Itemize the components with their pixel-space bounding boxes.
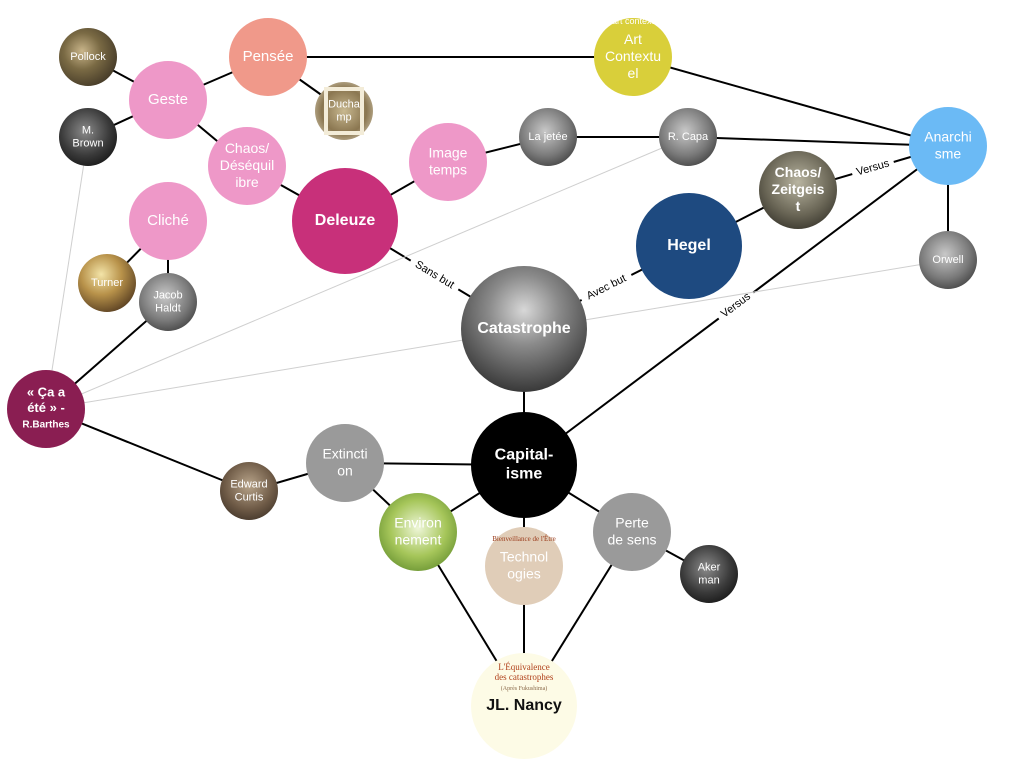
node-hegel[interactable]: Hegel — [636, 193, 742, 299]
node-circle — [659, 108, 717, 166]
node-circle — [409, 123, 487, 201]
node-circle — [680, 545, 738, 603]
node-circle — [139, 273, 197, 331]
node-circle — [229, 18, 307, 96]
node-orwell[interactable]: Orwell — [919, 231, 977, 289]
node-mbrown[interactable]: M.Brown — [59, 108, 117, 166]
edge-label: Sans but — [407, 255, 462, 296]
node-circle — [759, 151, 837, 229]
node-rcapa[interactable]: R. Capa — [659, 108, 717, 166]
node-circle — [636, 193, 742, 299]
node-circle — [594, 18, 672, 96]
node-circle — [593, 493, 671, 571]
edge-label: Versus — [850, 155, 895, 181]
node-circle — [59, 108, 117, 166]
node-circle — [461, 266, 587, 392]
node-circle — [129, 182, 207, 260]
node-turner[interactable]: Turner — [78, 254, 136, 312]
node-circle — [7, 370, 85, 448]
edge-anarchisme-capitalisme: Versus — [524, 146, 948, 465]
node-circle — [292, 168, 398, 274]
node-geste[interactable]: Geste — [129, 61, 207, 139]
node-capitalisme[interactable]: Capital-isme — [471, 412, 577, 518]
node-circle — [59, 28, 117, 86]
node-circle — [78, 254, 136, 312]
node-lajetee[interactable]: La jetée — [519, 108, 577, 166]
node-pensee[interactable]: Pensée — [229, 18, 307, 96]
node-circle — [379, 493, 457, 571]
node-circle — [129, 61, 207, 139]
node-circle — [220, 462, 278, 520]
book-cover-title: Bienveillance de l'Être — [492, 535, 555, 543]
node-circle — [519, 108, 577, 166]
edge-rcapa-anarchisme — [688, 137, 948, 146]
node-circle — [208, 127, 286, 205]
edge-label-text: Sans but — [413, 259, 456, 292]
node-circle — [919, 231, 977, 289]
book-cover-title: art contextuel — [612, 16, 666, 26]
edge-label: Avec but — [579, 269, 635, 306]
node-circle — [306, 424, 384, 502]
node-circle — [909, 107, 987, 185]
node-deleuze[interactable]: Deleuze — [292, 168, 398, 274]
node-circle — [471, 412, 577, 518]
node-catastrophe[interactable]: Catastrophe — [461, 266, 587, 392]
node-pollock[interactable]: Pollock — [59, 28, 117, 86]
book-cover-subtitle: (Après Fukushima) — [501, 685, 548, 692]
node-cliche[interactable]: Cliché — [129, 182, 207, 260]
